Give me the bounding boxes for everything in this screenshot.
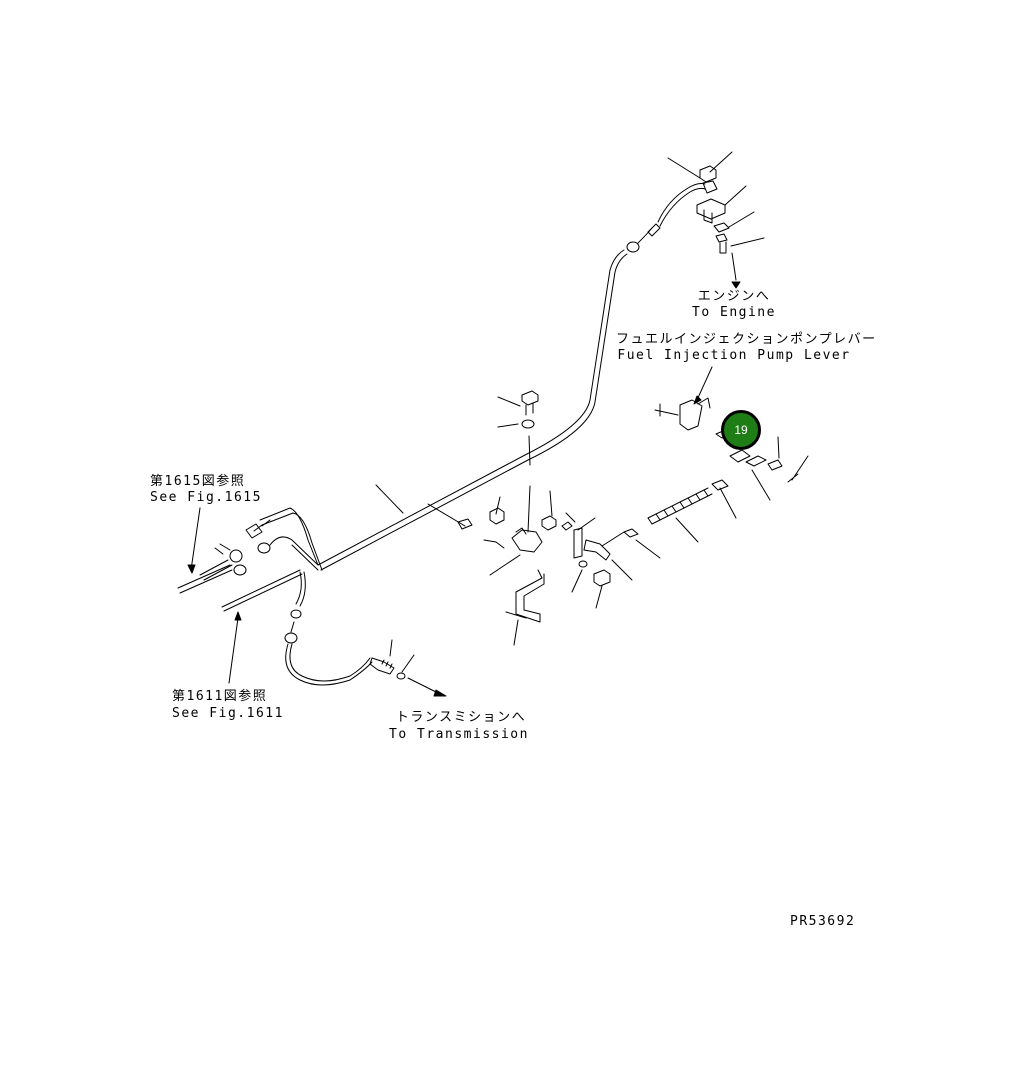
pump-lever-parts (655, 367, 808, 518)
main-cable (318, 184, 705, 571)
see-fig-1615-en: See Fig.1615 (150, 490, 262, 505)
left-harness (178, 508, 322, 643)
center-parts (428, 391, 660, 645)
drawing-number: PR53692 (790, 914, 856, 929)
transmission-cable (286, 640, 446, 696)
to-transmission-en: To Transmission (389, 727, 529, 742)
see-fig-1615-jp: 第1615図参照 (150, 474, 246, 489)
threaded-rod (648, 488, 712, 542)
to-engine-en: To Engine (692, 305, 776, 320)
see-fig-1611-jp: 第1611図参照 (172, 689, 268, 704)
to-transmission-jp: トランスミションへ (395, 710, 527, 725)
leader-lines (188, 485, 403, 683)
see-fig-1611-en: See Fig.1611 (172, 706, 284, 721)
fuel-pump-lever-en: Fuel Injection Pump Lever (617, 348, 851, 363)
part-hotspot-19[interactable]: 19 (721, 410, 761, 450)
to-engine-jp: エンジンへ (697, 289, 771, 304)
engine-fittings (668, 152, 764, 288)
fuel-pump-lever-jp: フュエルインジェクションポンプレバー (616, 332, 877, 347)
